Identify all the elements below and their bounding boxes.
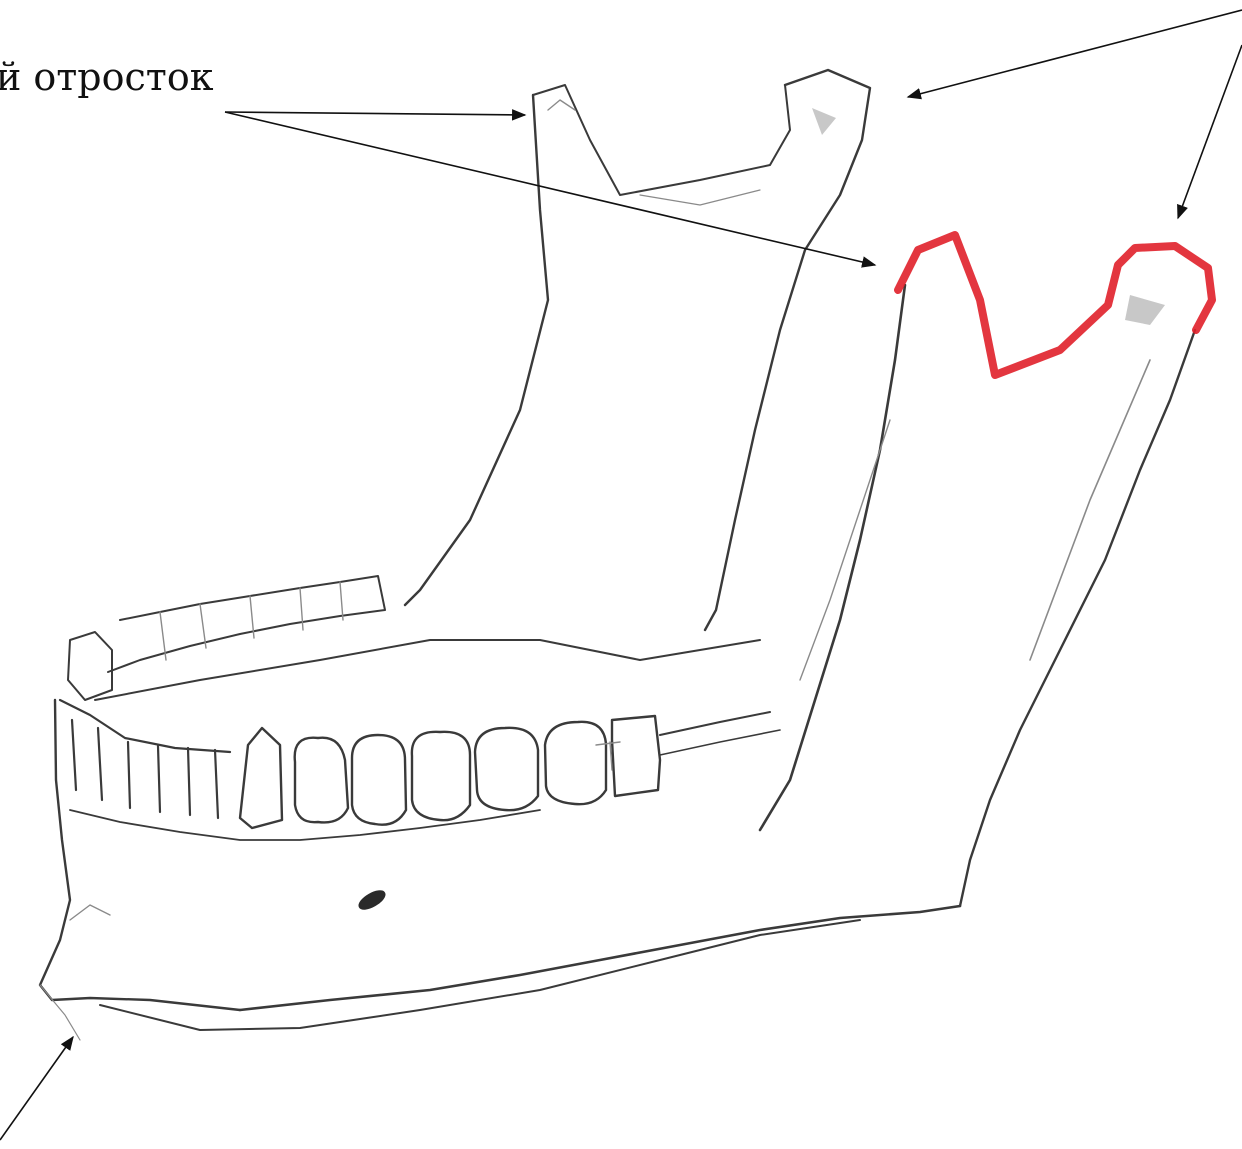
pointer-to-right-condyle — [1178, 45, 1242, 218]
left-condyle-shading — [812, 108, 836, 135]
canine-tooth — [240, 728, 282, 828]
right-ramus — [760, 285, 1195, 906]
mandible-body — [40, 700, 960, 1040]
pointer-to-chin — [0, 1037, 73, 1140]
pointer-to-right-coronoid — [225, 112, 875, 265]
label-coronoid-process: й отросток — [0, 58, 213, 96]
inner-alveolar-line — [95, 640, 760, 700]
molar-1 — [412, 732, 470, 820]
back-tooth-row — [68, 576, 385, 700]
mental-foramen — [357, 888, 387, 912]
premolar-2 — [352, 735, 406, 825]
molar-4 — [612, 716, 660, 796]
molar-3 — [545, 722, 606, 804]
right-condyle-shading — [1125, 295, 1165, 325]
premolar-1 — [295, 738, 348, 823]
pointer-to-left-condyle — [908, 10, 1242, 97]
molar-2 — [475, 728, 538, 810]
left-ramus — [405, 70, 870, 630]
front-tooth-row — [60, 700, 780, 840]
pointer-to-left-coronoid — [225, 112, 525, 115]
